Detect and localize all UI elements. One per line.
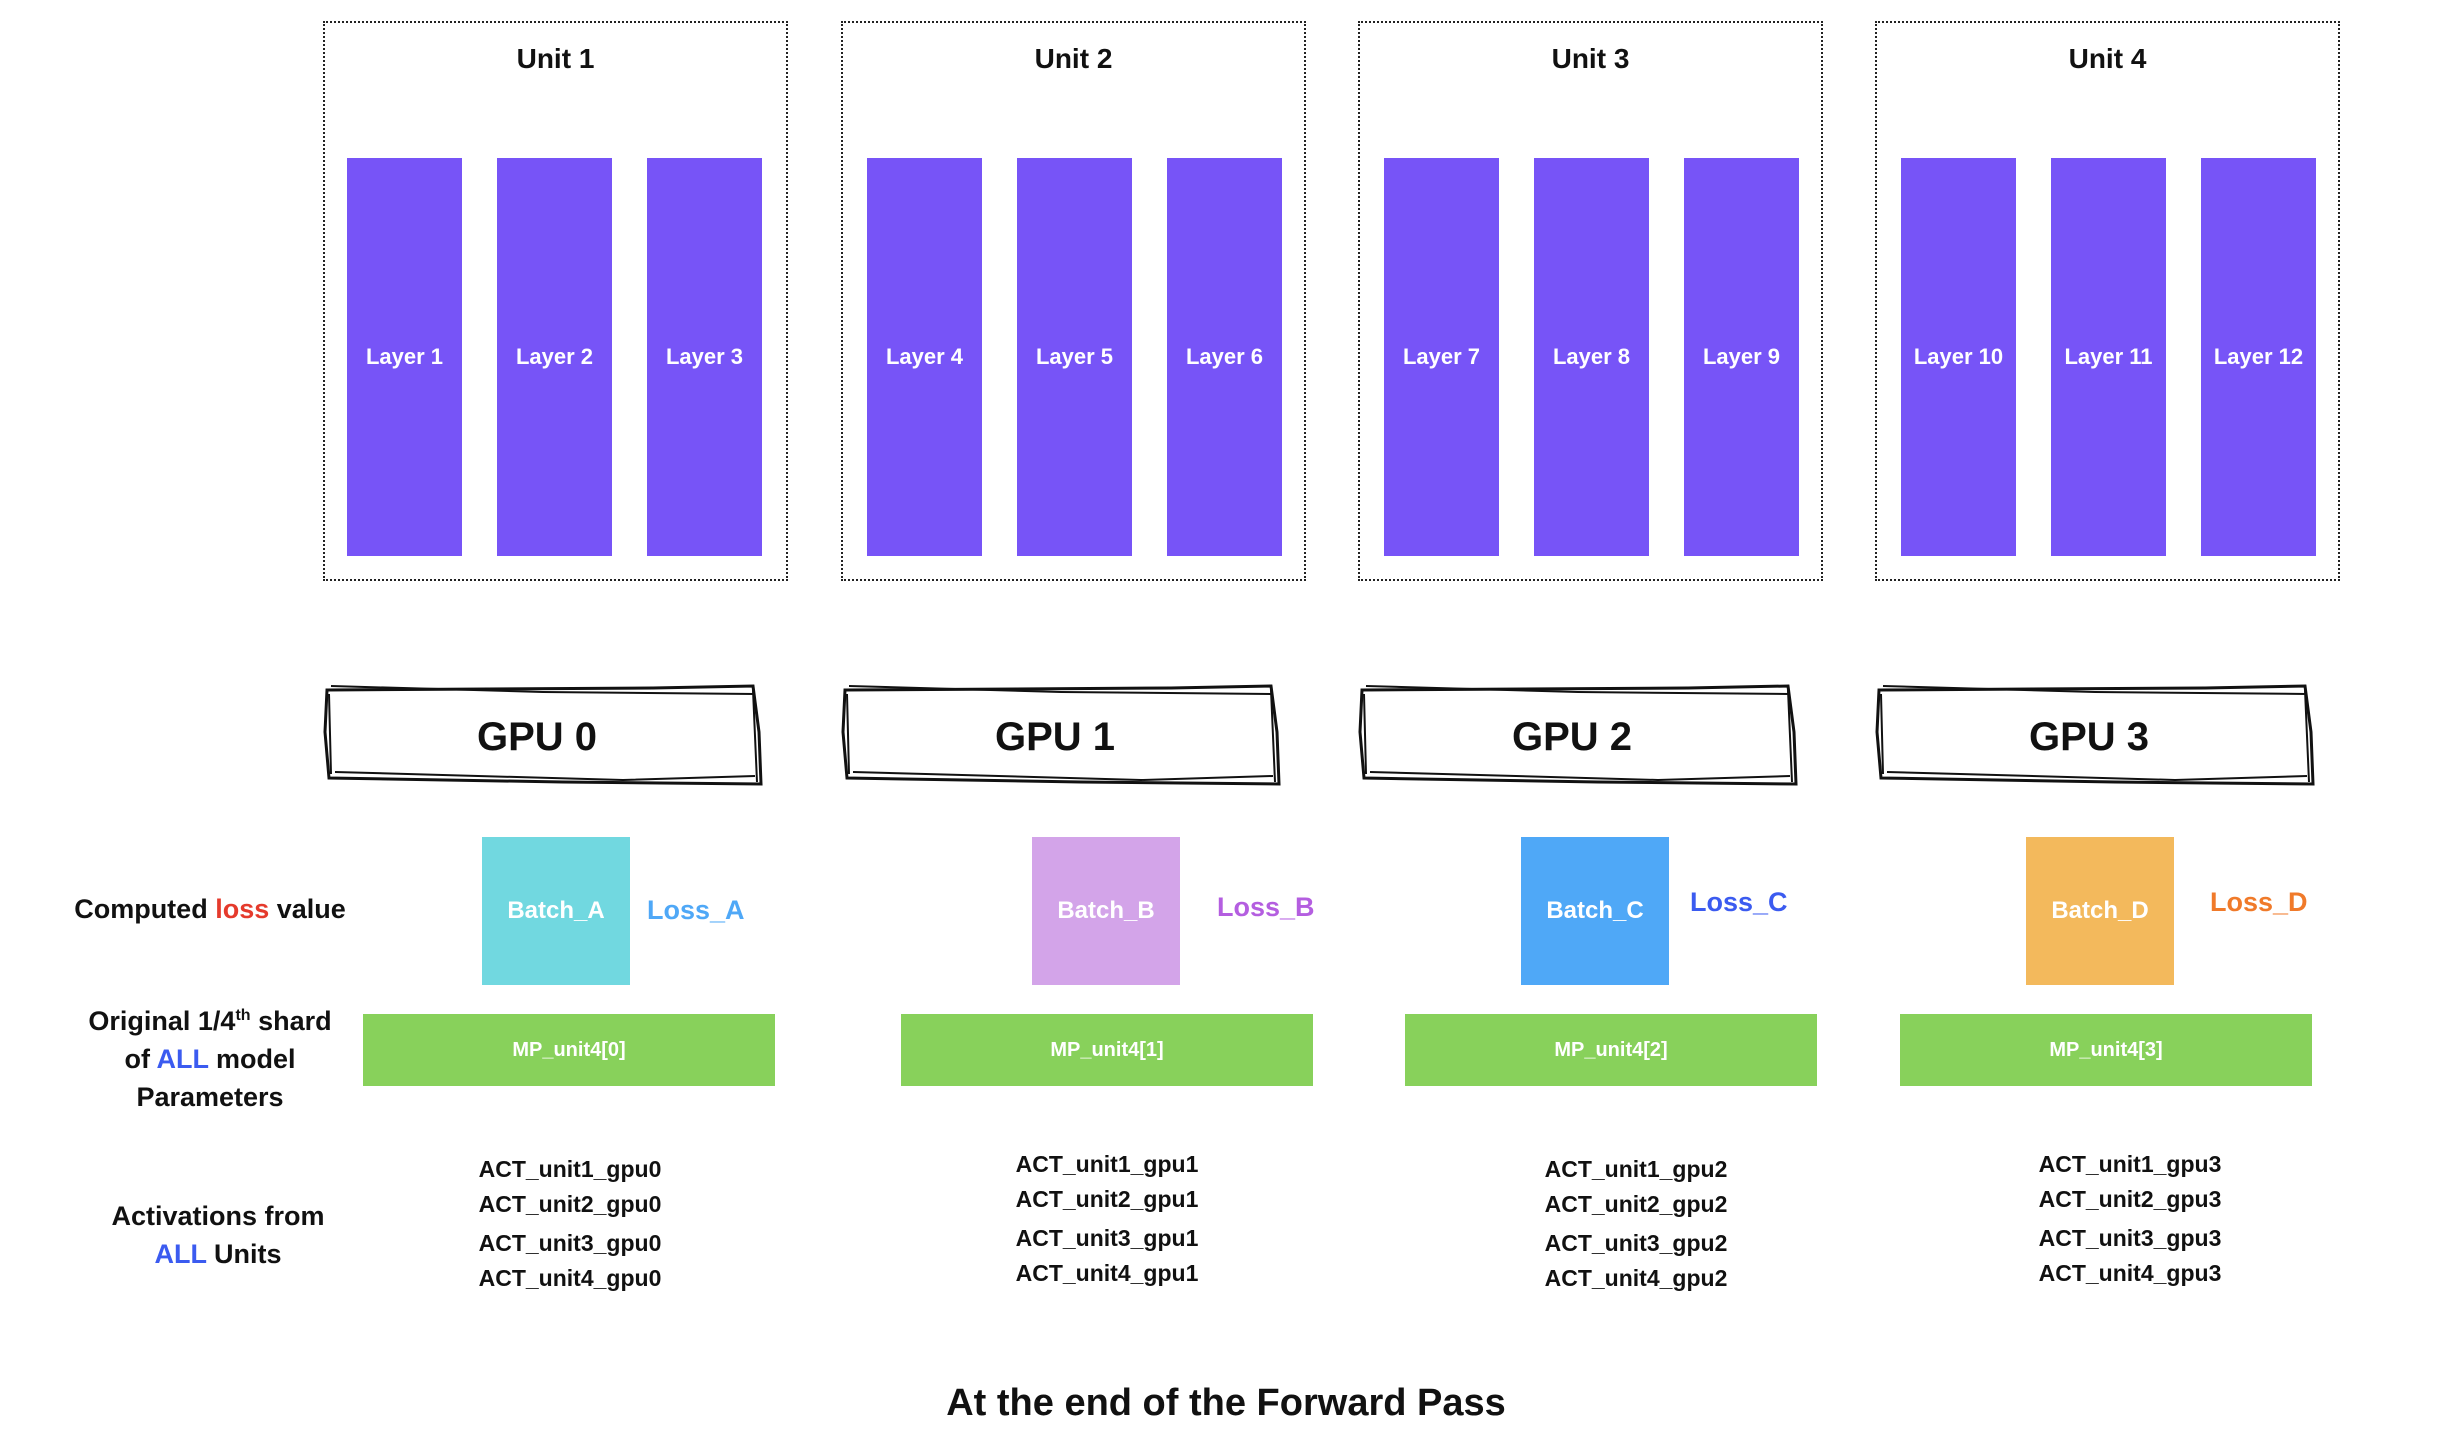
- gpu-box-0: GPU 0: [323, 682, 763, 792]
- mp-shard: MP_unit4[2]: [1405, 1014, 1817, 1086]
- loss-label: Loss_D: [2210, 887, 2308, 917]
- activation-item: ACT_unit2_gpu3: [2038, 1186, 2222, 1212]
- loss-label: Loss_C: [1690, 887, 1788, 917]
- layer-block: Layer 6: [1167, 158, 1282, 556]
- activation-item: ACT_unit2_gpu1: [1015, 1186, 1199, 1212]
- batch-block: Batch_B: [1032, 837, 1180, 985]
- layer-block: Layer 7: [1384, 158, 1499, 556]
- unit-box-4: Unit 4 Layer 10 Layer 11 Layer 12: [1875, 21, 2340, 581]
- loss-label: Loss_B: [1217, 892, 1315, 922]
- layer-block: Layer 3: [647, 158, 762, 556]
- activation-list: ACT_unit1_gpu2 ACT_unit2_gpu2 ACT_unit3_…: [1506, 1152, 1766, 1296]
- activation-item: ACT_unit1_gpu1: [1015, 1151, 1199, 1177]
- activation-item: ACT_unit4_gpu1: [1015, 1260, 1199, 1286]
- layer-block: Layer 1: [347, 158, 462, 556]
- layer-block: Layer 10: [1901, 158, 2016, 556]
- row-label-text: shard: [250, 1006, 332, 1036]
- row-label-text: value: [269, 894, 346, 924]
- unit-title: Unit 4: [2068, 43, 2147, 74]
- activation-item: ACT_unit3_gpu3: [2038, 1225, 2222, 1251]
- loss-highlight: loss: [215, 894, 270, 924]
- unit-title: Unit 3: [1551, 43, 1630, 74]
- activation-item: ACT_unit1_gpu3: [2038, 1151, 2222, 1177]
- activation-item: ACT_unit3_gpu1: [1015, 1225, 1199, 1251]
- activation-item: ACT_unit3_gpu0: [478, 1230, 662, 1256]
- activation-item: ACT_unit1_gpu2: [1544, 1156, 1728, 1182]
- batch-block: Batch_A: [482, 837, 630, 985]
- row-label-text: of: [124, 1044, 157, 1074]
- row-label-params: Original 1/4th shard of ALL model Parame…: [60, 997, 360, 1116]
- gpu-label: GPU 0: [476, 714, 598, 759]
- unit-title: Unit 1: [516, 43, 595, 74]
- gpu-label: GPU 1: [994, 714, 1116, 759]
- mp-shard: MP_unit4[3]: [1900, 1014, 2312, 1086]
- sketch-border: [1875, 684, 2315, 786]
- layer-block: Layer 9: [1684, 158, 1799, 556]
- gpu-label: GPU 3: [2028, 714, 2150, 759]
- unit-box-1: Unit 1 Layer 1 Layer 2 Layer 3: [323, 21, 788, 581]
- sketch-border: [323, 684, 763, 786]
- activation-item: ACT_unit4_gpu3: [2038, 1260, 2222, 1286]
- gpu-box-3: GPU 3: [1875, 682, 2315, 792]
- activation-item: ACT_unit2_gpu0: [478, 1191, 662, 1217]
- row-label-text: Computed: [74, 894, 216, 924]
- diagram-caption: At the end of the Forward Pass: [946, 1382, 1506, 1424]
- row-label-text: Original 1/4: [88, 1006, 236, 1036]
- activation-item: ACT_unit3_gpu2: [1544, 1230, 1728, 1256]
- activation-item: ACT_unit1_gpu0: [478, 1156, 662, 1182]
- layer-block: Layer 5: [1017, 158, 1132, 556]
- row-label-text: Activations from: [111, 1201, 325, 1231]
- gpu-box-2: GPU 2: [1358, 682, 1798, 792]
- all-highlight: ALL: [154, 1239, 207, 1269]
- layer-block: Layer 2: [497, 158, 612, 556]
- unit-box-3: Unit 3 Layer 7 Layer 8 Layer 9: [1358, 21, 1823, 581]
- row-label-text: Units: [206, 1239, 282, 1269]
- loss-label: Loss_A: [647, 895, 745, 925]
- unit-box-2: Unit 2 Layer 4 Layer 5 Layer 6: [841, 21, 1306, 581]
- row-label-sup: th: [235, 1007, 251, 1024]
- row-label-loss: Computed loss value: [60, 890, 360, 928]
- mp-shard: MP_unit4[0]: [363, 1014, 775, 1086]
- activation-item: ACT_unit2_gpu2: [1544, 1191, 1728, 1217]
- layer-block: Layer 11: [2051, 158, 2166, 556]
- sketch-border: [841, 684, 1281, 786]
- activation-list: ACT_unit1_gpu0 ACT_unit2_gpu0 ACT_unit3_…: [440, 1152, 700, 1296]
- activation-list: ACT_unit1_gpu3 ACT_unit2_gpu3 ACT_unit3_…: [2000, 1147, 2260, 1291]
- all-highlight: ALL: [156, 1044, 209, 1074]
- gpu-label: GPU 2: [1511, 714, 1633, 759]
- mp-shard: MP_unit4[1]: [901, 1014, 1313, 1086]
- activation-item: ACT_unit4_gpu2: [1544, 1265, 1728, 1291]
- batch-block: Batch_D: [2026, 837, 2174, 985]
- batch-block: Batch_C: [1521, 837, 1669, 985]
- layer-block: Layer 12: [2201, 158, 2316, 556]
- activation-list: ACT_unit1_gpu1 ACT_unit2_gpu1 ACT_unit3_…: [977, 1147, 1237, 1291]
- activation-item: ACT_unit4_gpu0: [478, 1265, 662, 1291]
- row-label-text: model: [208, 1044, 296, 1074]
- row-label-acts: Activations from ALL Units: [68, 1197, 368, 1273]
- sketch-border: [1358, 684, 1798, 786]
- layer-block: Layer 8: [1534, 158, 1649, 556]
- layer-block: Layer 4: [867, 158, 982, 556]
- gpu-box-1: GPU 1: [841, 682, 1281, 792]
- row-label-text: Parameters: [136, 1082, 284, 1112]
- unit-title: Unit 2: [1034, 43, 1113, 74]
